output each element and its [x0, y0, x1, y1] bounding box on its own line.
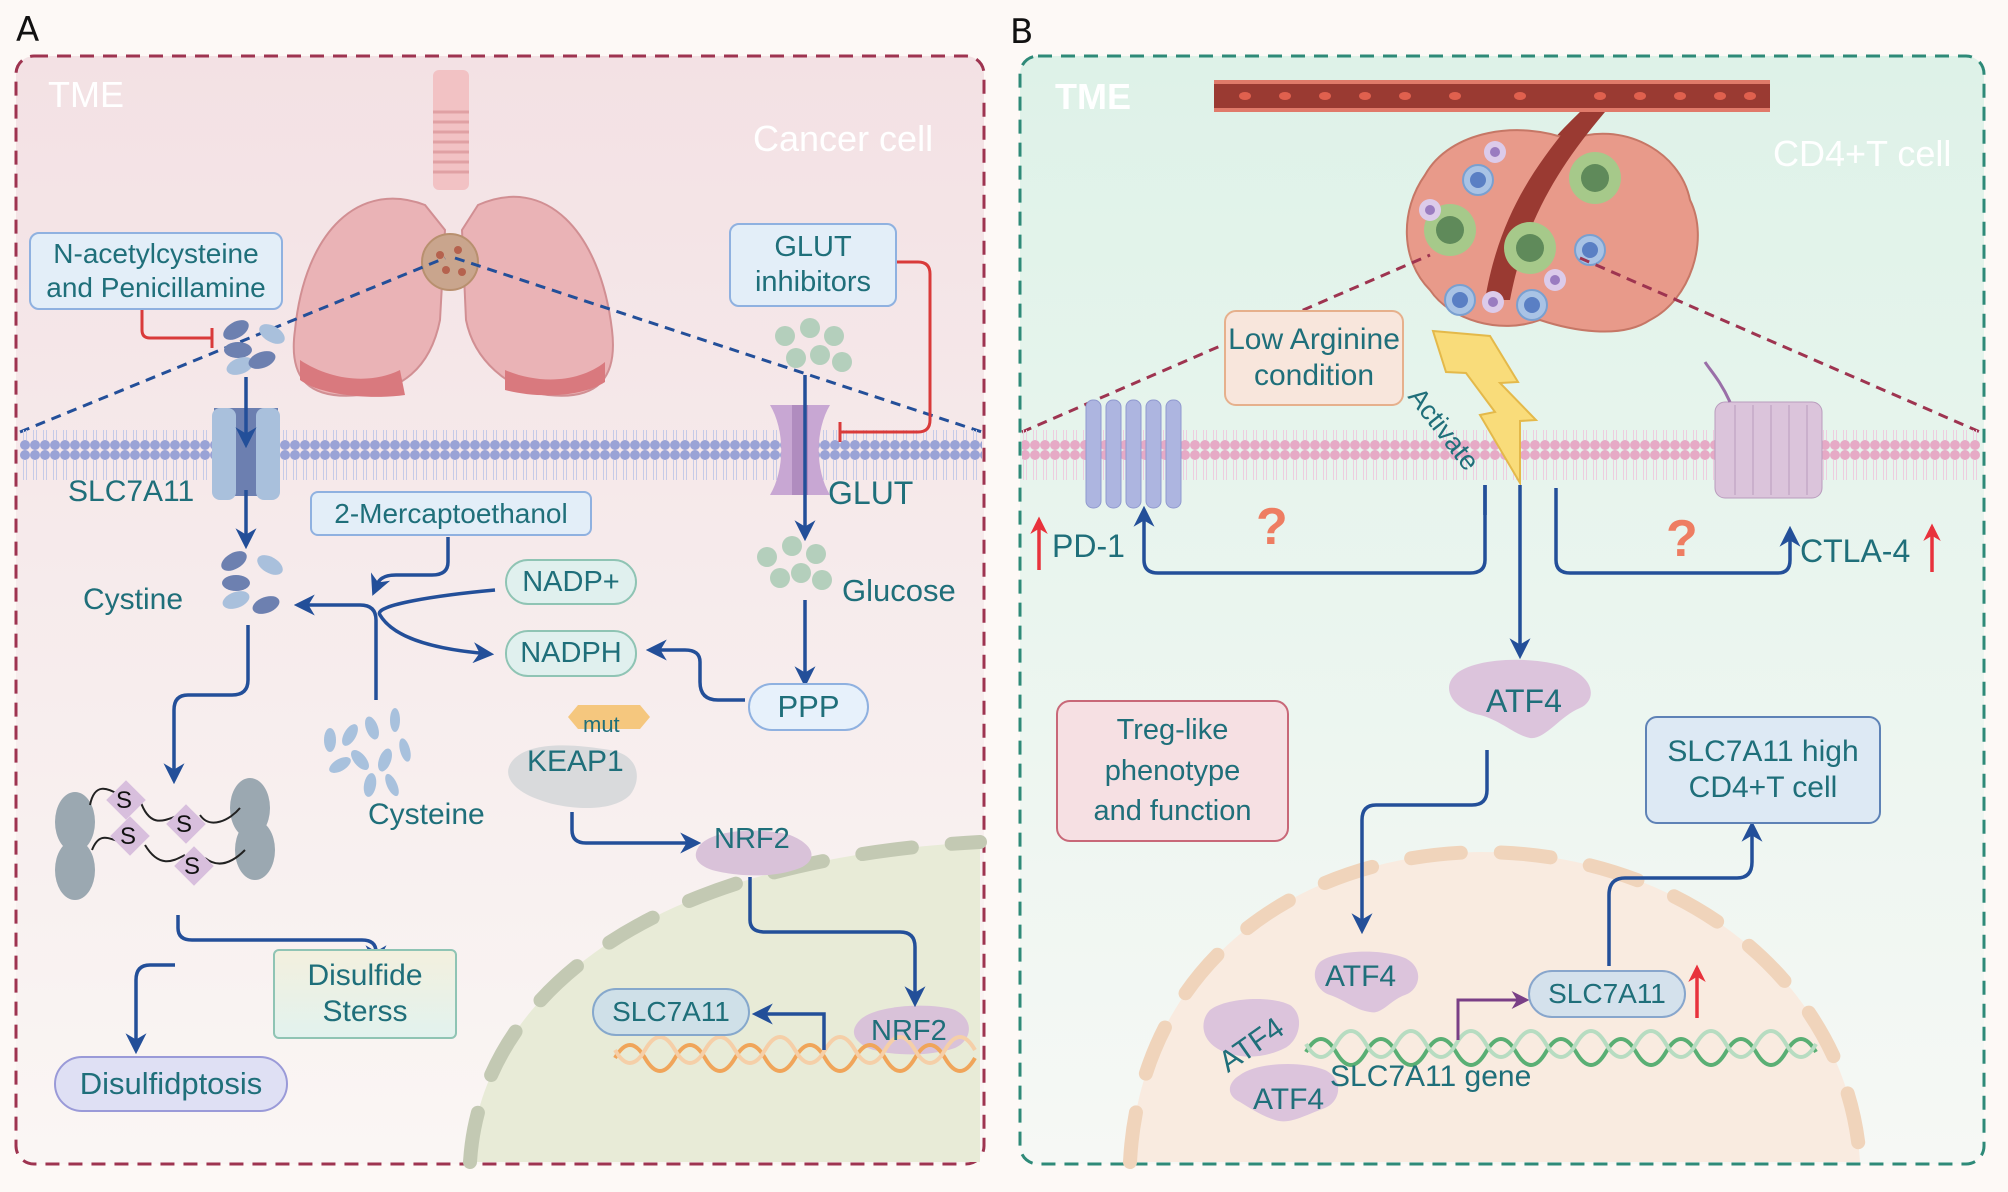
slc7a11-transporter-label: SLC7A11 — [68, 475, 195, 508]
glut-inhibitors-line-1: GLUT — [774, 231, 852, 264]
disulfidptosis-label: Disulfidptosis — [79, 1066, 263, 1102]
nrf2-nuclear-label: NRF2 — [871, 1015, 947, 1047]
cystine-particles-icon — [221, 551, 283, 614]
treg-like-box: Treg-like phenotype and function — [1056, 700, 1289, 842]
dna-helix-a-icon — [613, 1035, 977, 1073]
cysteine-particles-icon — [324, 708, 411, 797]
nrf2-cyto-label: NRF2 — [714, 823, 790, 855]
result-line-2: CD4+T cell — [1688, 771, 1838, 804]
disulfide-stress-box: Disulfide Sterss — [273, 949, 457, 1039]
sulfur-label-3: S — [120, 823, 137, 850]
slc7a11-nuclear-label: SLC7A11 — [612, 996, 730, 1028]
disulfide-stress-line-1: Disulfide — [307, 959, 423, 992]
pathway-arrows-b — [1133, 485, 1801, 966]
cd4-t-cell-label: CD4+T cell — [1773, 133, 1952, 174]
disulfide-stress-line-2: Sterss — [322, 995, 408, 1028]
sulfur-label-1: S — [116, 787, 133, 814]
slc7a11-gene-label: SLC7A11 gene — [1330, 1060, 1532, 1093]
slc7a11-b-label: SLC7A11 — [1548, 978, 1666, 1010]
glut-inhibitors-line-2: inhibitors — [754, 266, 872, 298]
cancer-cell-label: Cancer cell — [753, 118, 934, 159]
glut-transporter-label: GLUT — [828, 475, 914, 511]
glucose-particles-icon — [757, 536, 832, 590]
transcription-arrow — [1456, 991, 1530, 1040]
slc7a11-high-cd4-box: SLC7A11 high CD4+T cell — [1645, 716, 1881, 824]
disulfidptosis-pill: Disulfidptosis — [54, 1056, 288, 1112]
atf4-nuclear-label-1: ATF4 — [1325, 960, 1397, 993]
panel-b-letter: B — [1010, 12, 1034, 52]
nac-line-2: and Penicillamine — [46, 272, 266, 303]
cysteine-label: Cysteine — [368, 798, 485, 831]
nadph-label: NADPH — [520, 637, 622, 670]
question-mark-pd1: ? — [1256, 498, 1288, 556]
panel-a-tme-label: TME — [48, 74, 124, 115]
pd1-label: PD-1 — [1052, 528, 1125, 564]
atf4-cyto-protein-icon — [1449, 659, 1591, 739]
treg-line-2: phenotype — [1104, 754, 1241, 787]
disulfide-protein-icon — [55, 778, 275, 900]
atf4-nuclear-label-3: ATF4 — [1253, 1083, 1325, 1116]
nadp-pill: NADP+ — [505, 559, 637, 605]
tumor-cluster-icon — [1405, 112, 1699, 333]
panel-b-tme-label: TME — [1055, 76, 1131, 117]
inhibition-lines-a — [140, 260, 932, 442]
slc7a11-b-pill: SLC7A11 — [1528, 970, 1686, 1018]
glut-inhibitors-box: GLUT inhibitors — [729, 223, 897, 307]
nadp-label: NADP+ — [522, 565, 620, 598]
treg-line-3: and function — [1093, 795, 1252, 828]
atf4-cyto-label: ATF4 — [1486, 683, 1562, 719]
pd1-receptor-icon — [1085, 399, 1182, 509]
dna-helix-b-icon — [1304, 1029, 1818, 1067]
ctla4-label: CTLA-4 — [1800, 533, 1911, 569]
cystine-particles-top-icon — [223, 320, 285, 375]
mercaptoethanol-label: 2-Mercaptoethanol — [334, 497, 568, 529]
panel-a-letter: A — [16, 10, 40, 50]
sulfur-label-2: S — [176, 811, 193, 838]
atf4-nuclear-protein-icon-3 — [1229, 1063, 1339, 1122]
slc7a11-transporter-icon — [212, 408, 280, 500]
mut-badge-shape — [568, 705, 650, 729]
sulfur-label-4: S — [184, 853, 201, 880]
treg-line-1: Treg-like — [1116, 714, 1229, 747]
activate-lightning-icon — [1431, 329, 1539, 487]
atf4-nuclear-protein-icon-1 — [1314, 951, 1419, 1013]
keap1-protein-icon — [508, 745, 637, 809]
mut-badge-label: mut — [583, 712, 620, 737]
question-mark-ctla4: ? — [1666, 510, 1698, 568]
mercaptoethanol-box: 2-Mercaptoethanol — [310, 491, 592, 536]
atf4-nuclear-protein-icon-2 — [1203, 998, 1300, 1057]
slc7a11-nuclear-pill: SLC7A11 — [592, 988, 750, 1036]
ppp-pill: PPP — [748, 683, 869, 731]
lungs-icon — [292, 70, 614, 397]
panel-a-graphics — [14, 54, 987, 1169]
low-arginine-box: Low Arginine condition — [1224, 310, 1404, 406]
nac-penicillamine-box: N-acetylcysteine and Penicillamine — [29, 232, 283, 310]
cystine-label: Cystine — [83, 583, 184, 616]
nadph-pill: NADPH — [505, 630, 637, 677]
low-arginine-line-2: condition — [1253, 359, 1375, 392]
keap1-label: KEAP1 — [527, 745, 624, 778]
low-arginine-line-1: Low Arginine — [1228, 323, 1400, 356]
pathway-arrows-a — [125, 375, 926, 1055]
cell-membrane-a — [20, 430, 982, 480]
glucose-label: Glucose — [842, 573, 956, 608]
nrf2-nuclear-protein-icon — [853, 1005, 969, 1055]
nac-line-1: N-acetylcysteine — [53, 238, 259, 270]
ctla4-receptor-icon — [1703, 361, 1823, 499]
ppp-label: PPP — [777, 689, 840, 725]
glucose-particles-top-icon — [775, 318, 852, 372]
nrf2-protein-icon — [695, 830, 812, 876]
panel-b-graphics — [1018, 54, 1986, 1169]
up-arrows-b — [1030, 516, 1941, 1018]
result-line-1: SLC7A11 high — [1667, 735, 1859, 768]
